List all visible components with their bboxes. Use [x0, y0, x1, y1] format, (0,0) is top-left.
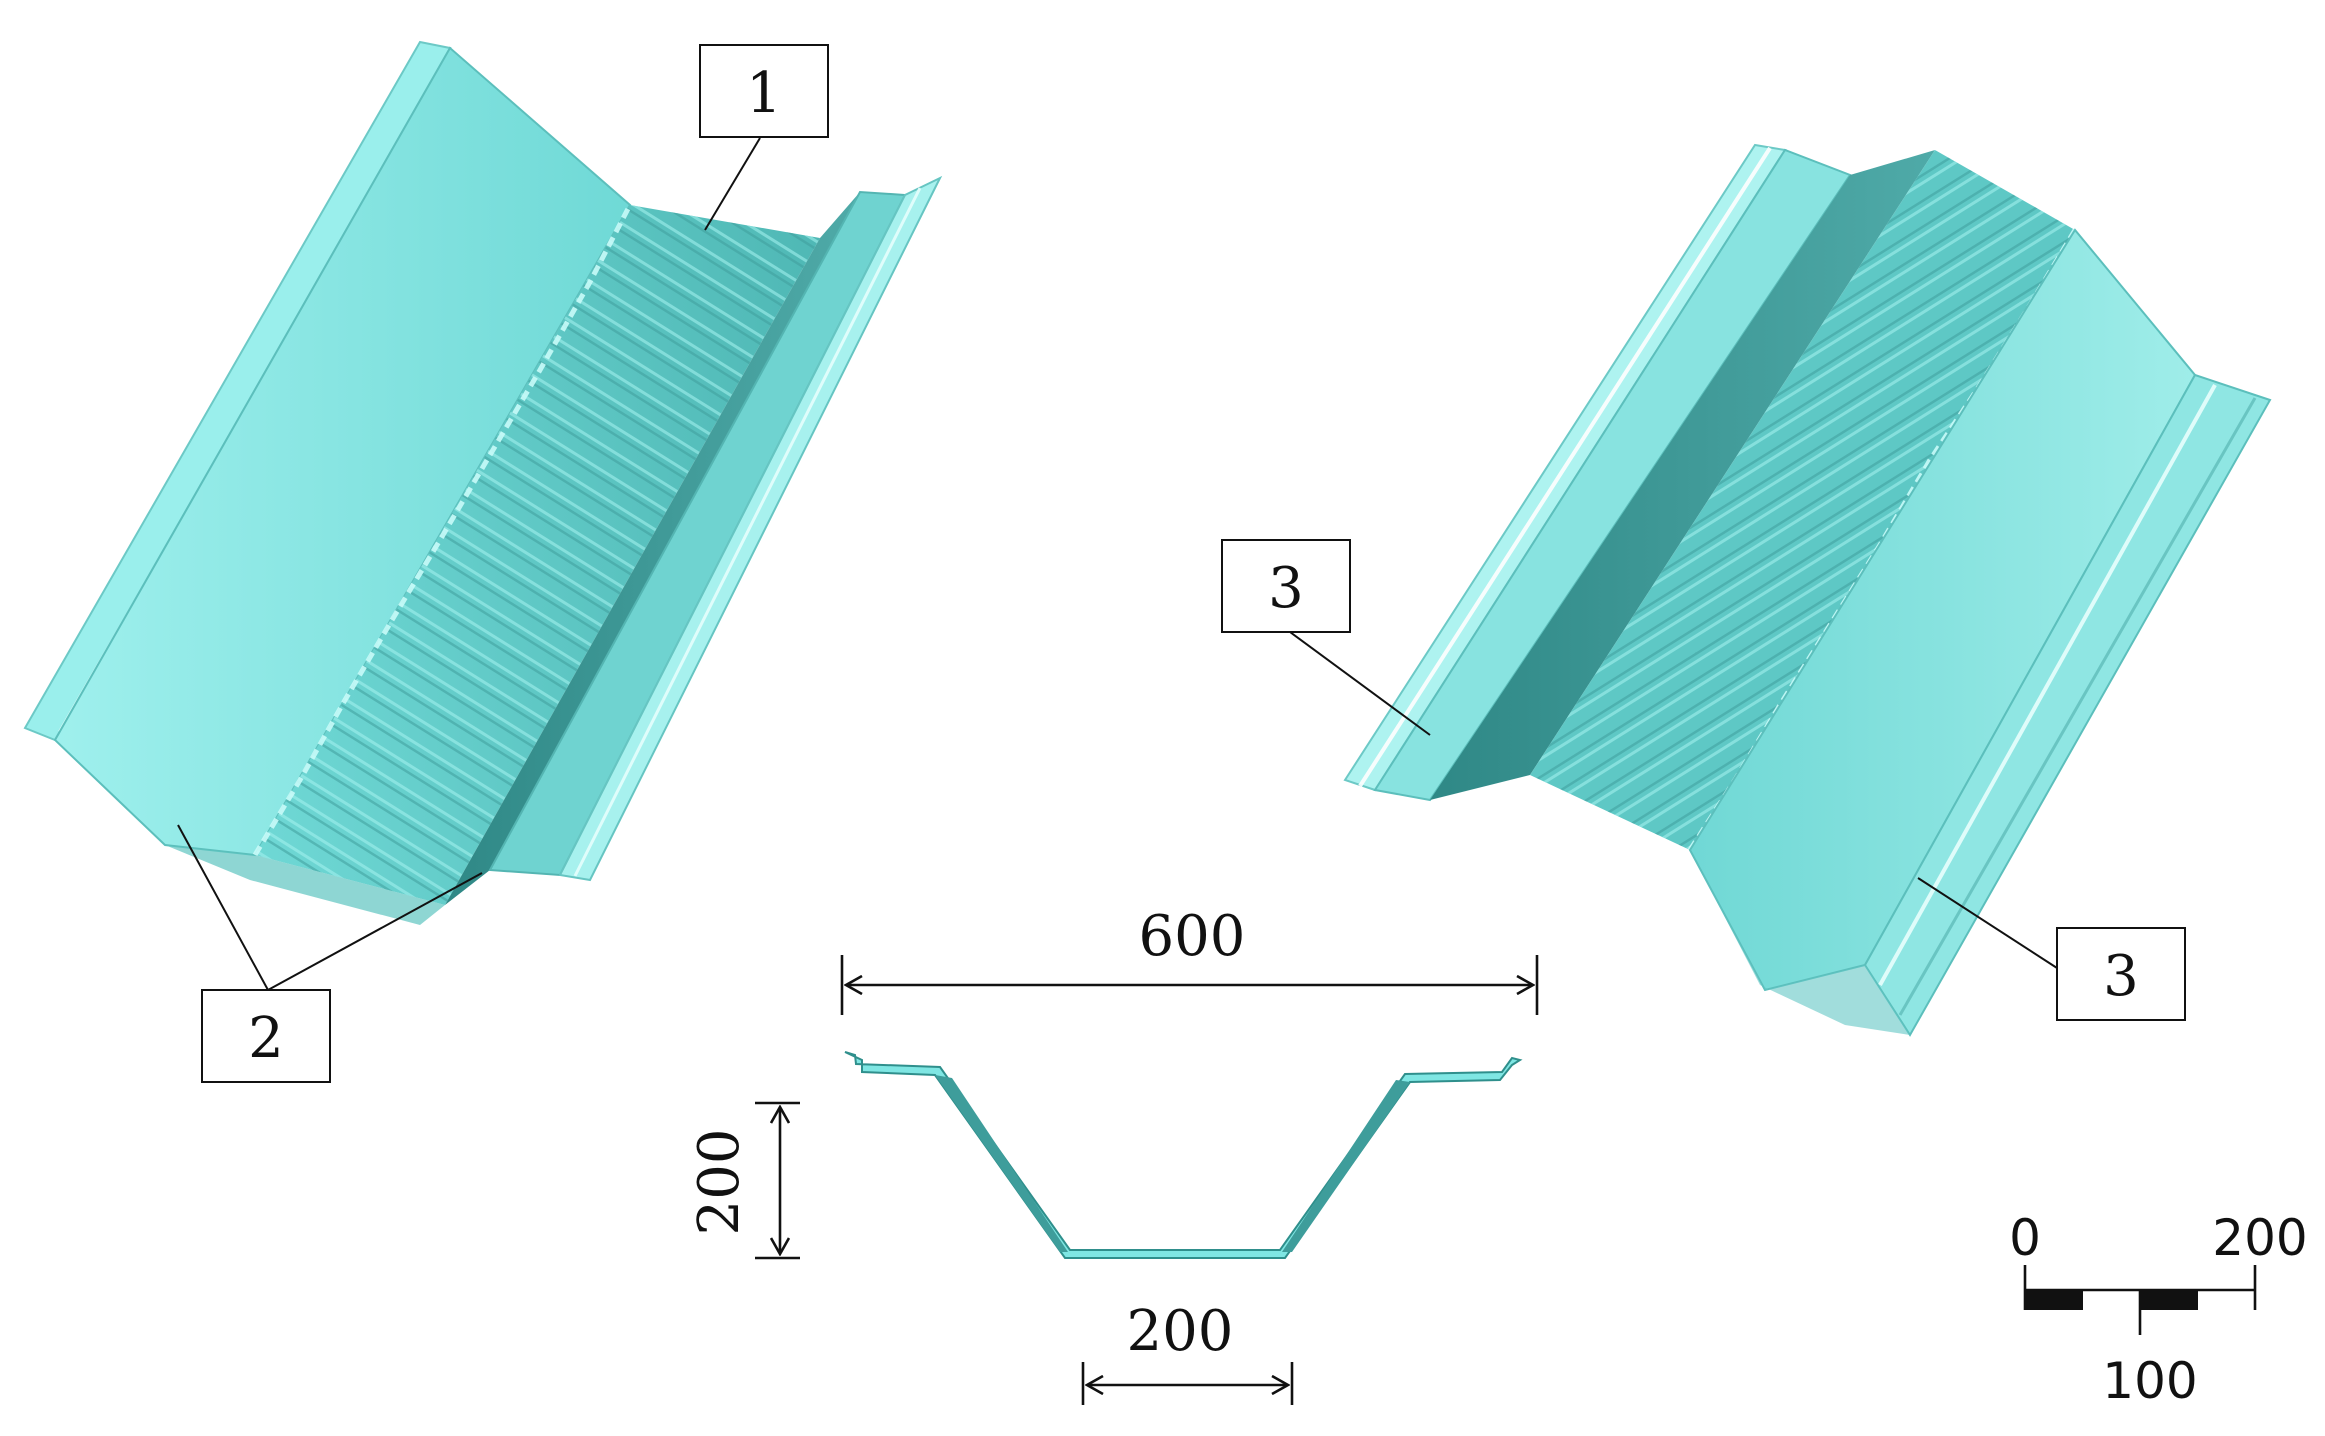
dimension-bottom-label: 200 — [1127, 1299, 1234, 1364]
callout-3-right: 3 — [1917, 877, 2186, 1021]
scale-bar-start-label: 0 — [2009, 1209, 2041, 1267]
dimension-overall-width: 600 — [840, 904, 1539, 1015]
callout-3-right-label: 3 — [2103, 944, 2139, 1009]
scale-bar-segment-1 — [2025, 1290, 2083, 1310]
callout-3-left: 3 — [1221, 539, 1431, 736]
scale-bar-end-label: 200 — [2212, 1209, 2307, 1267]
callout-1: 1 — [699, 44, 829, 231]
callout-2: 2 — [177, 824, 483, 1083]
scale-bar-mid-label: 100 — [2102, 1352, 2197, 1410]
dimension-600-label: 600 — [1139, 904, 1246, 969]
dimension-depth-label: 200 — [687, 1129, 752, 1236]
dimension-depth: 200 — [687, 1101, 800, 1260]
cross-section-profile — [844, 1051, 1523, 1259]
left-panel-shadow-wall — [445, 192, 860, 905]
scale-bar-segment-2 — [2140, 1290, 2198, 1310]
left-panel-3d-view — [23, 40, 943, 925]
callout-3-left-label: 3 — [1268, 556, 1304, 621]
dimension-bottom-width: 200 — [1081, 1299, 1294, 1405]
callout-2-label: 2 — [248, 1006, 284, 1071]
callout-1-label: 1 — [746, 61, 782, 126]
right-panel-3d-view — [1343, 143, 2272, 1037]
scale-bar: 0 200 100 — [2009, 1209, 2308, 1410]
right-panel-shadow-wall — [1430, 150, 1935, 800]
